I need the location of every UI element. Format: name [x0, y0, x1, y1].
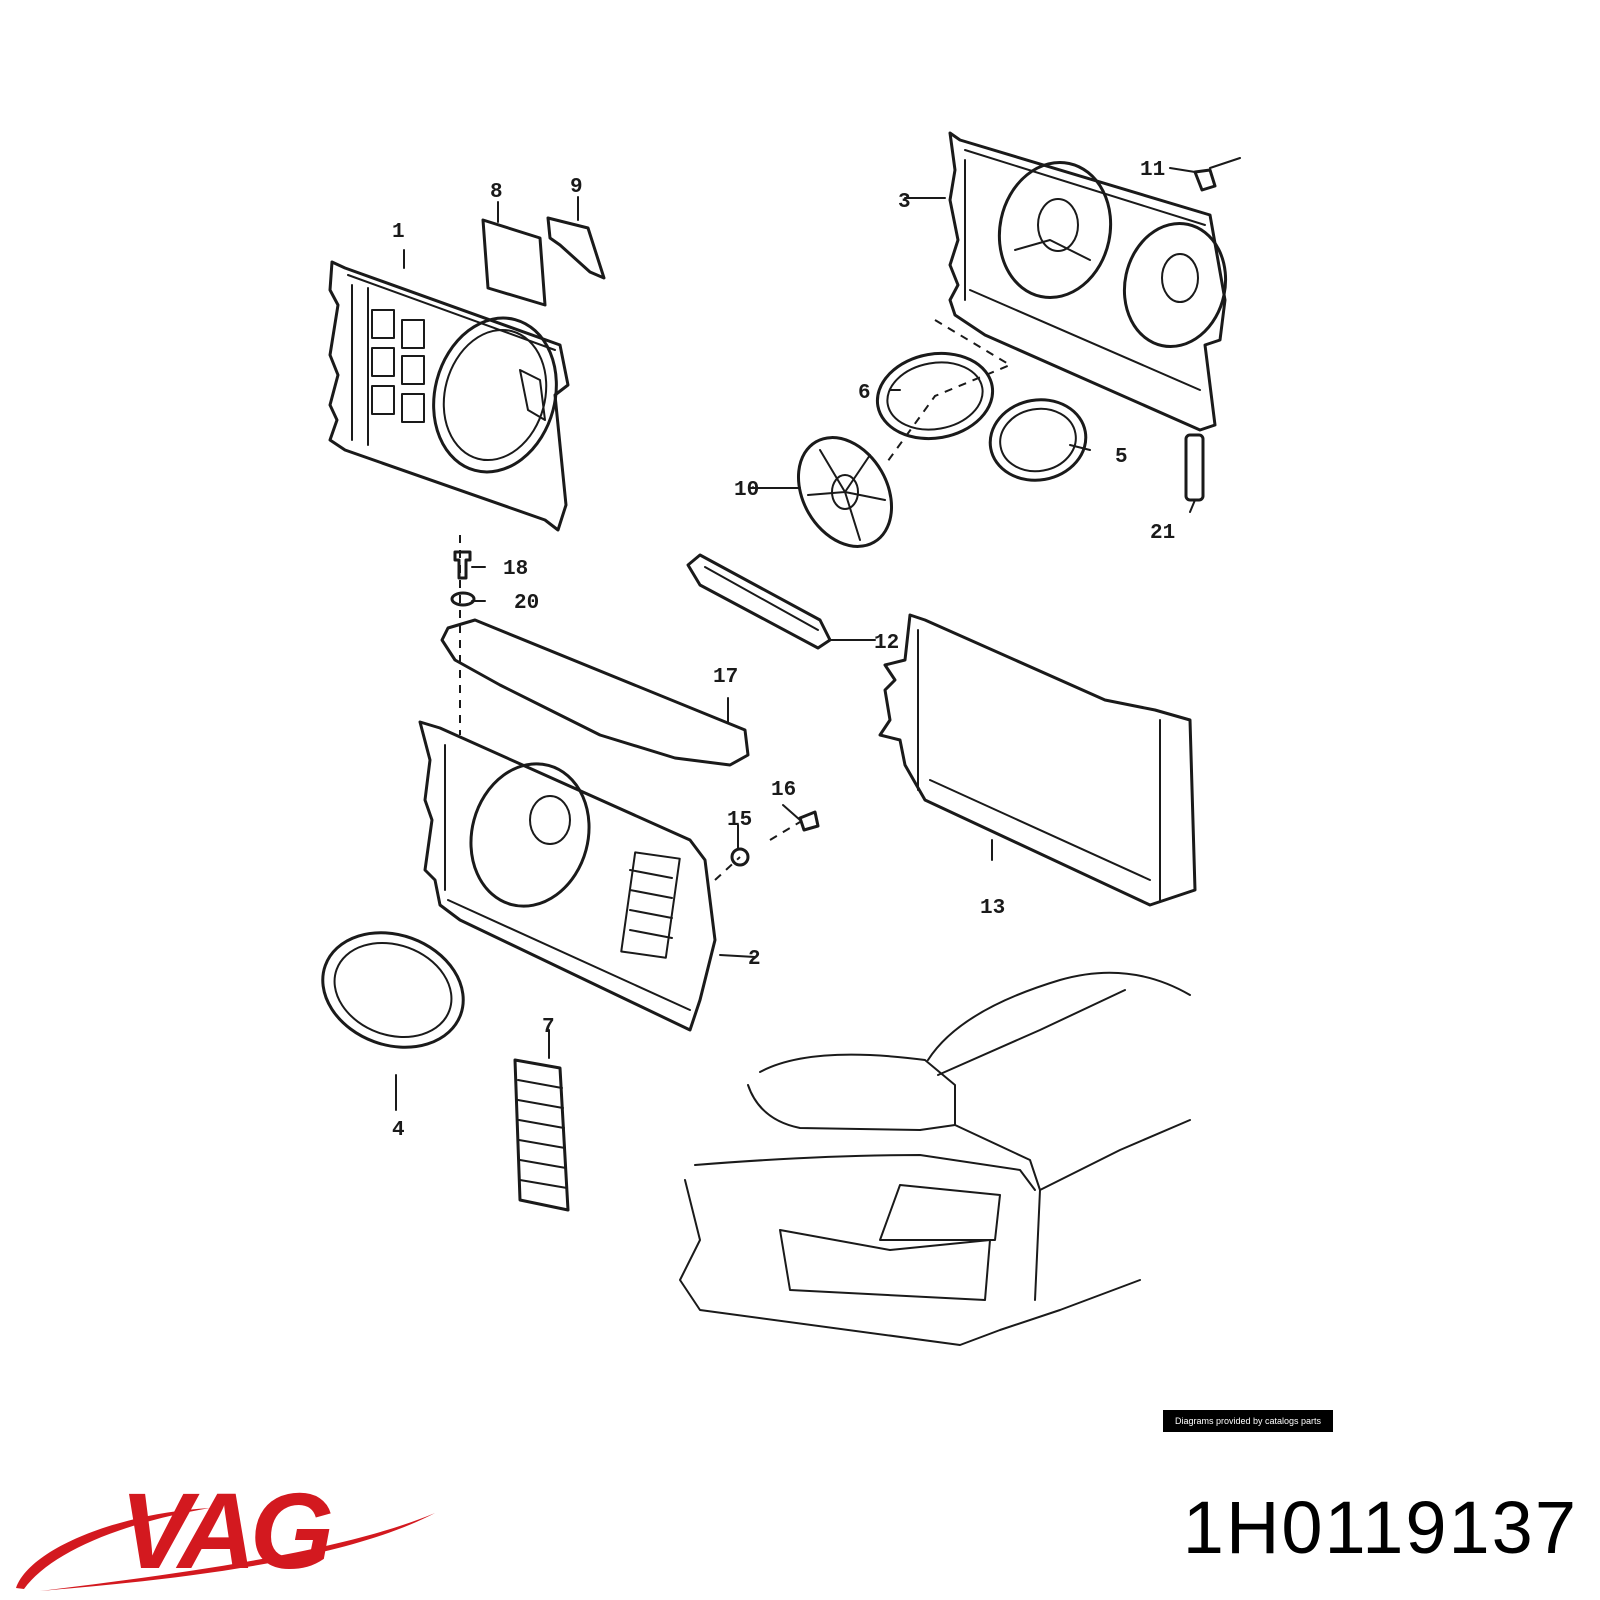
- label-12: 12: [874, 632, 899, 655]
- label-15: 15: [727, 809, 752, 832]
- part-6-ring: [875, 351, 995, 441]
- part-7-grille: [513, 1058, 570, 1212]
- label-5: 5: [1115, 446, 1128, 469]
- label-16: 16: [771, 779, 796, 802]
- label-2: 2: [748, 948, 761, 971]
- part-5-ring: [988, 398, 1088, 482]
- part-8-plate: [481, 218, 547, 307]
- part-9-bracket: [546, 216, 606, 280]
- label-13: 13: [980, 897, 1005, 920]
- label-1: 1: [392, 221, 405, 244]
- part-12-seal: [686, 553, 832, 650]
- part-2-lower-shroud: [418, 720, 717, 1032]
- label-21: 21: [1150, 522, 1175, 545]
- part-4-ring: [321, 931, 465, 1049]
- label-17: 17: [713, 666, 738, 689]
- part-21-strip: [1184, 433, 1205, 502]
- leader-lines: [395, 157, 1241, 1111]
- label-10: 10: [734, 479, 759, 502]
- part-16-clip: [798, 810, 820, 832]
- part-13-carrier: [878, 613, 1197, 907]
- credit-banner: Diagrams provided by catalogs parts: [1163, 1410, 1333, 1432]
- part-3-double-shroud: [948, 131, 1228, 432]
- label-9: 9: [570, 176, 583, 199]
- part-10-fan-wheel: [796, 436, 894, 548]
- label-20: 20: [514, 592, 539, 615]
- part-17-cover: [440, 618, 750, 767]
- car-front-outline: [679, 971, 1191, 1346]
- part-1-fan-shroud: [328, 260, 570, 532]
- label-7: 7: [542, 1016, 555, 1039]
- part-15-clip: [730, 847, 750, 867]
- assembly-guide-2: [714, 821, 801, 881]
- label-3: 3: [898, 191, 911, 214]
- part-11-nut: [1193, 168, 1217, 192]
- vag-logo: VAG: [16, 1470, 435, 1591]
- brand-name: VAG: [120, 1470, 331, 1591]
- part-20-washer: [450, 591, 476, 607]
- part-number: 1H0119137: [1182, 1486, 1578, 1569]
- label-11: 11: [1140, 159, 1165, 182]
- label-4: 4: [392, 1119, 405, 1142]
- part-18-bolt: [453, 550, 472, 580]
- label-18: 18: [503, 558, 528, 581]
- label-6: 6: [858, 382, 871, 405]
- label-8: 8: [490, 181, 503, 204]
